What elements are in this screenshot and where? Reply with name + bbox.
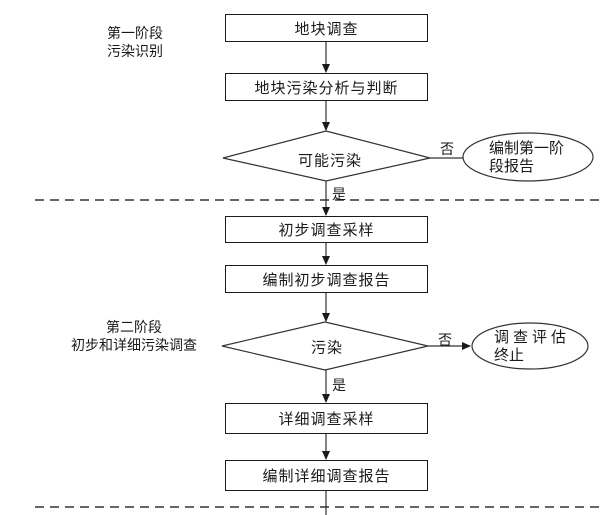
terminal-phase1-report-label: 编制第一阶 段报告 <box>489 139 564 175</box>
node-detailed-report-box: 编制详细调查报告 <box>225 460 428 491</box>
terminal-investigation-end-label: 调查评估 终止 <box>494 328 570 364</box>
decision-pollution-label: 污染 <box>310 338 344 357</box>
decision-possible-pollution-label: 可能污染 <box>297 151 363 170</box>
phase1-label: 第一阶段 污染识别 <box>85 25 185 61</box>
node-detailed-sampling-box: 详细调查采样 <box>225 403 428 434</box>
edge-label-no-1: 否 <box>440 142 454 158</box>
node-detailed-sampling-label: 详细调查采样 <box>278 410 375 428</box>
edge-label-no-2: 否 <box>438 333 452 349</box>
phase2-label: 第二阶段 初步和详细污染调查 <box>60 319 208 355</box>
terminal-investigation-end-line2: 终止 <box>494 346 525 364</box>
node-pollution-analysis-label: 地块污染分析与判断 <box>254 78 399 97</box>
terminal-investigation-end-line1: 调查评估 <box>494 328 571 346</box>
decision-possible-pollution-diamond <box>222 130 431 182</box>
edge-label-yes-2: 是 <box>332 378 346 394</box>
node-preliminary-report-label: 编制初步调查报告 <box>262 270 391 289</box>
node-preliminary-report-box: 编制初步调查报告 <box>225 265 428 293</box>
decision-pollution-diamond <box>221 321 429 371</box>
node-pollution-analysis-box: 地块污染分析与判断 <box>225 73 428 101</box>
phase1-label-line1: 第一阶段 <box>107 26 163 42</box>
node-preliminary-sampling-label: 初步调查采样 <box>278 221 375 239</box>
phase1-label-line2: 污染识别 <box>107 44 163 60</box>
node-site-survey-box: 地块调查 <box>225 14 428 42</box>
edge-label-yes-1: 是 <box>332 187 346 203</box>
node-site-survey-label: 地块调查 <box>294 19 359 38</box>
terminal-phase1-report-line1: 编制第一阶 <box>489 139 565 157</box>
node-detailed-report-label: 编制详细调查报告 <box>262 467 391 485</box>
terminal-phase1-report-line2: 段报告 <box>489 157 535 175</box>
phase2-label-line1: 第二阶段 <box>106 320 162 336</box>
terminal-investigation-end-oval <box>471 322 589 370</box>
node-preliminary-sampling-box: 初步调查采样 <box>225 216 428 243</box>
phase2-label-line2: 初步和详细污染调查 <box>71 338 197 354</box>
terminal-phase1-report-oval <box>462 132 594 182</box>
